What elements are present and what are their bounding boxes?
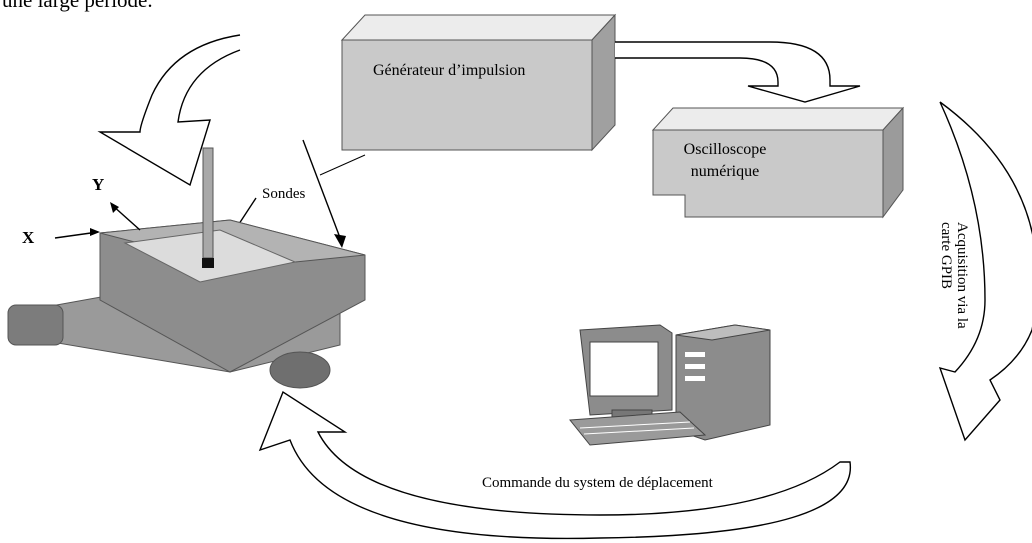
pulse-generator-box <box>340 13 617 152</box>
axis-y-label: Y <box>92 175 105 194</box>
arrow-top-left-loop <box>97 34 241 187</box>
oscilloscope-label-line-2: numérique <box>690 163 760 180</box>
arrow-generator-to-oscilloscope <box>615 41 861 103</box>
arrow-command-return <box>258 390 851 540</box>
caption-text: une large période. <box>2 0 153 12</box>
computer <box>569 324 771 446</box>
acquisition-label-line-1: Acquisition via la <box>954 222 970 329</box>
probes-label: Sondes <box>262 186 306 202</box>
oscilloscope-label-line-1: Oscilloscope <box>683 141 767 158</box>
generator-label: Générateur d’impulsion <box>373 62 526 79</box>
command-label: Commande du system de déplacement <box>482 475 713 491</box>
acquisition-label-line-2: carte GPIB <box>938 222 954 290</box>
oscilloscope-box <box>651 106 905 219</box>
caption-line-2: une large période. <box>2 0 153 12</box>
arrow-acquisition-gpib <box>938 101 1032 442</box>
axis-x-label: X <box>22 228 35 247</box>
oscilloscope-label: Oscilloscope numérique <box>655 139 795 183</box>
xy-scanning-table <box>7 147 366 389</box>
